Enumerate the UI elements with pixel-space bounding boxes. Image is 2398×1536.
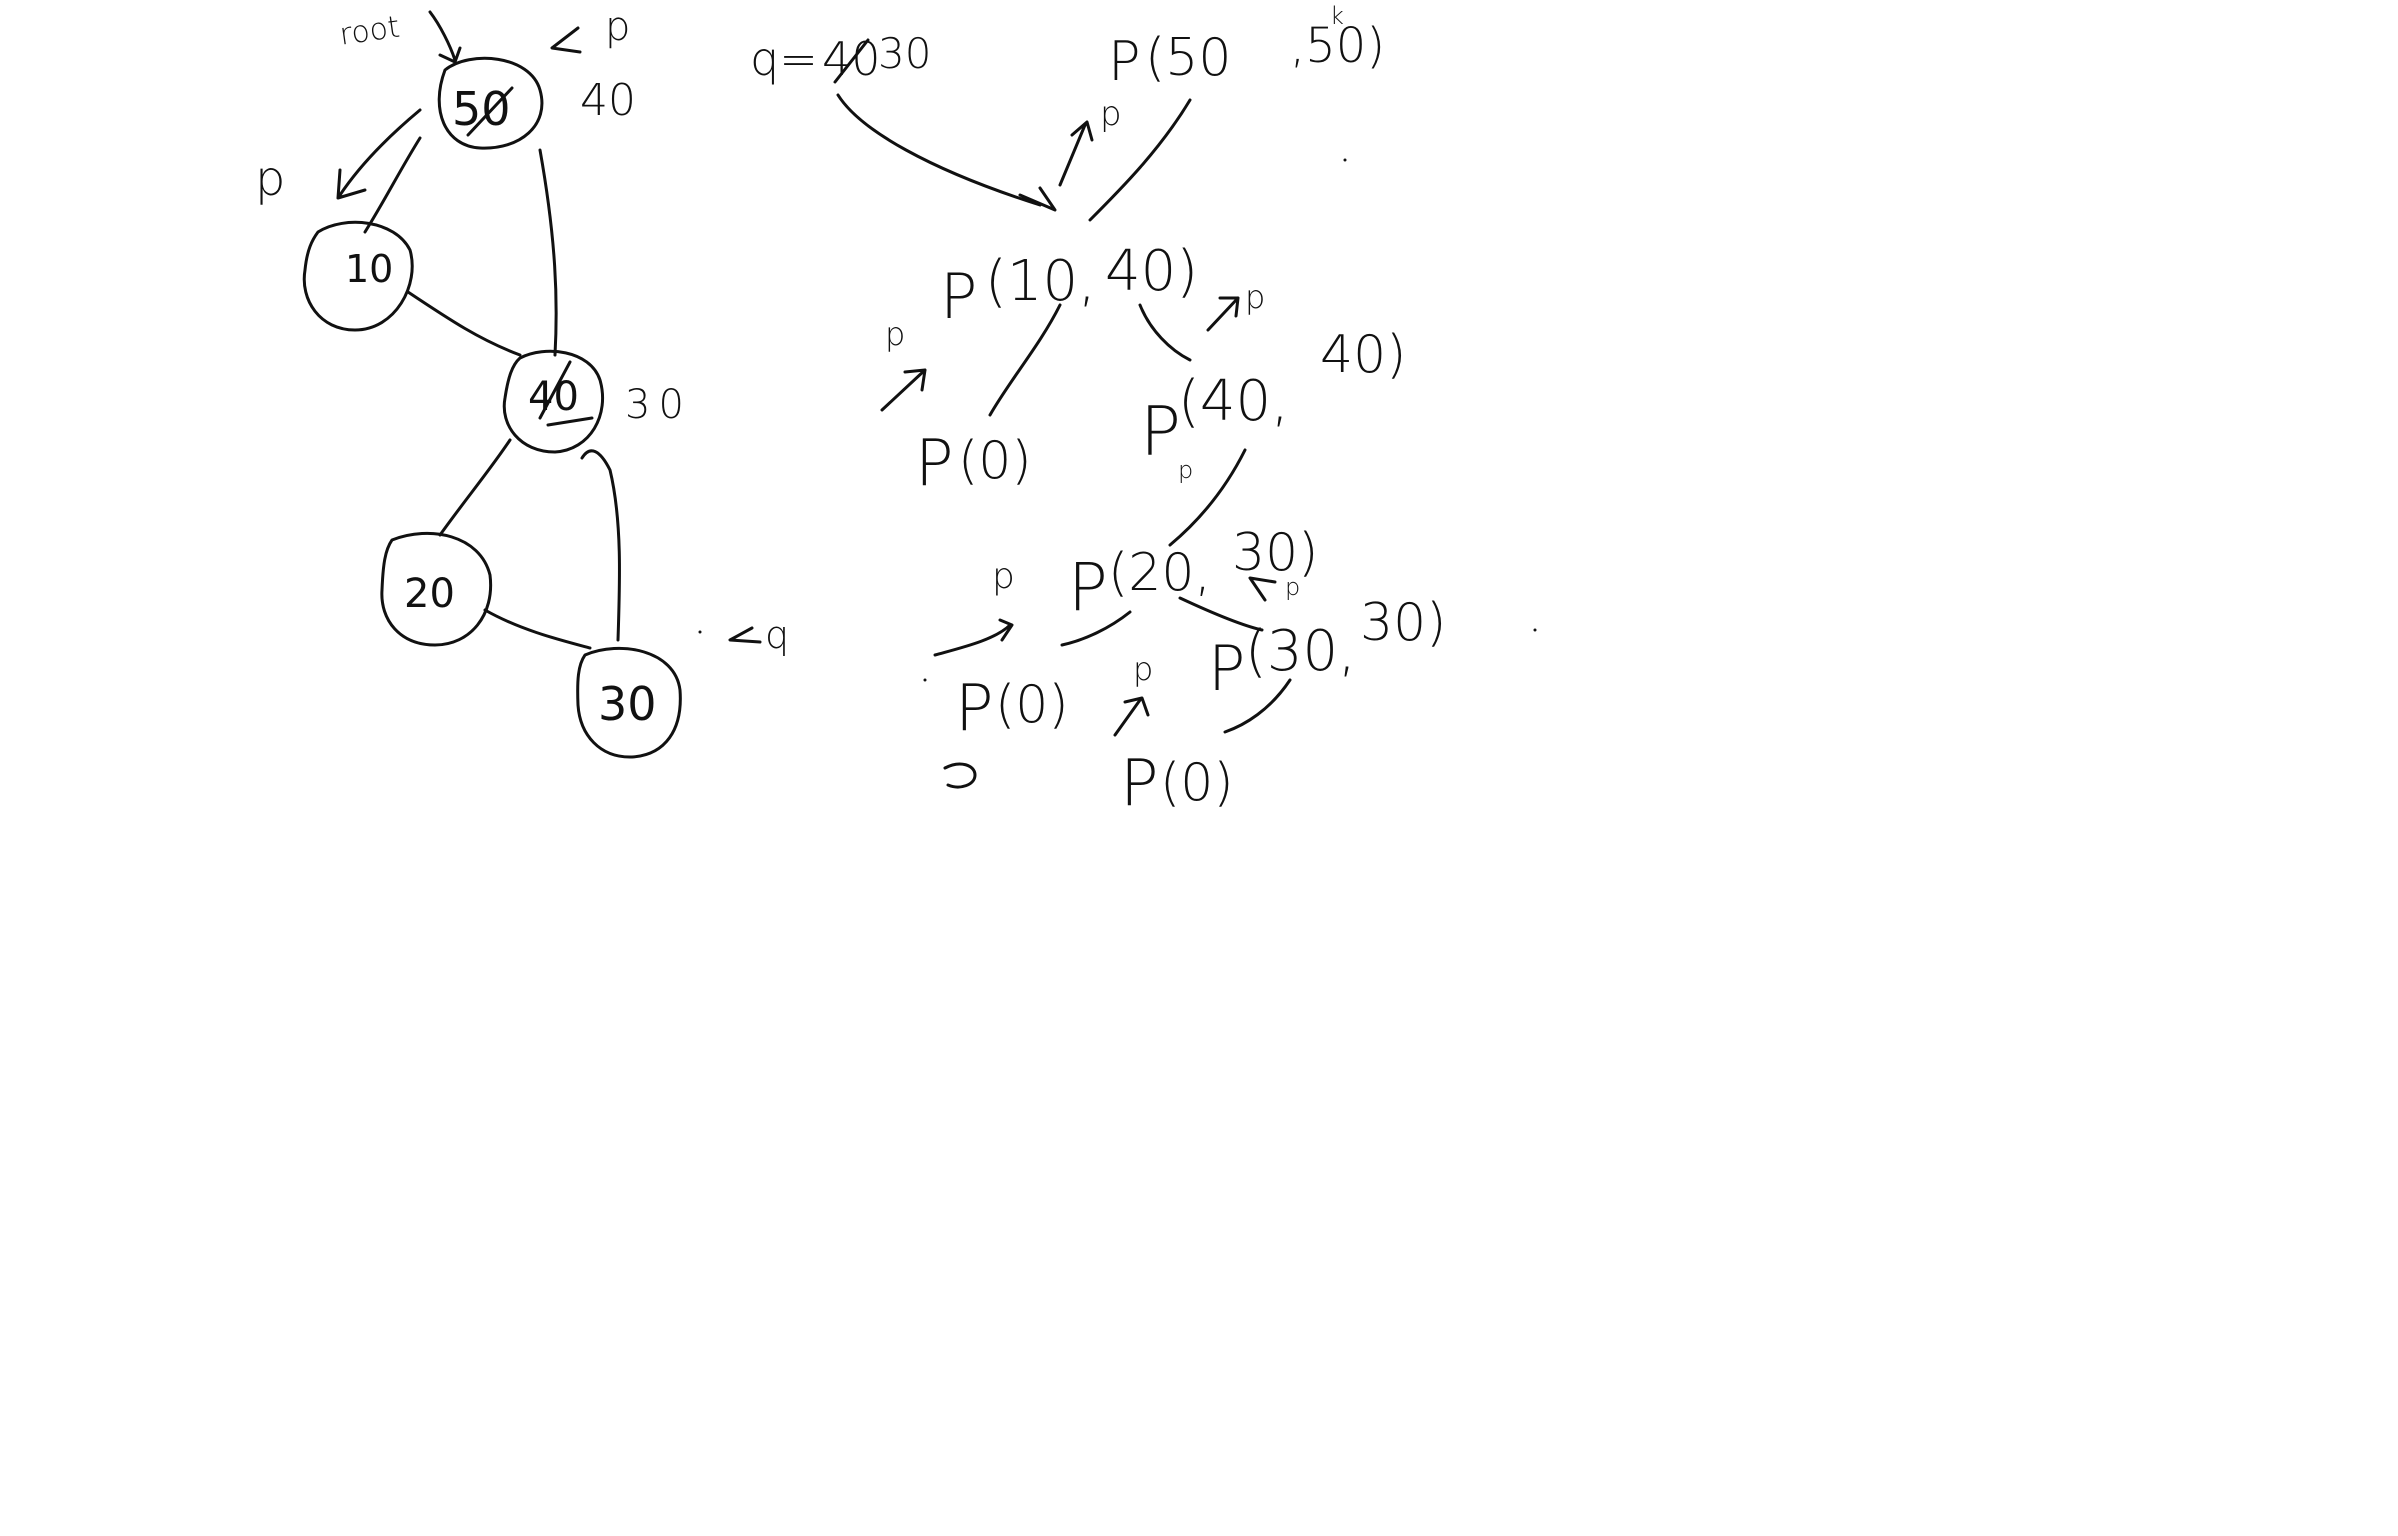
stray-dot [1343,158,1347,162]
call-40-args: (40, [1178,369,1289,434]
edge-20-to-30 [483,608,592,650]
p-arrow-label-10: p [885,315,905,353]
edge-10-to-40 [406,290,522,357]
stray-dot [923,678,927,682]
tree-node-50: 50 [437,56,544,150]
call-p-10: P (10, 40) [940,239,1198,333]
call-p-0-b: P (0) [955,672,1069,746]
call-10-tail: 40) [1105,239,1198,304]
tree-node-10: 10 [302,220,414,332]
node-50-value: 50 [452,82,511,136]
edge-10-to-0 [988,303,1062,417]
edge-40-to-20call [1168,448,1247,547]
node-30-value: 30 [598,677,657,731]
root-annotation: root [337,10,401,53]
p-arrow-to-0c [1113,696,1150,737]
p-arrow-label-0c: p [1133,650,1153,688]
call-20-args: (20, [1108,543,1211,603]
call-0a-fn: P [915,427,954,501]
call-10-fn: P [940,260,977,333]
p-arrow-to-50 [1058,120,1094,187]
call-30-tail: 30) [1360,593,1446,653]
call-10-args: (10, [985,249,1096,314]
call-30-args: (30, [1245,619,1356,684]
q-marker-arrow [728,626,762,644]
call-0a-args: (0) [958,431,1032,491]
p-top-arrow [550,26,582,54]
p-top-label: p [605,4,630,50]
q-to-call-arrow [836,93,1057,212]
p-arrow-label-40: p [1245,278,1265,316]
call-root-fn: P [1108,30,1141,93]
tree-node-20: 20 [380,532,493,647]
edge-20-to-30call [1178,596,1264,632]
p-left-label: p [255,151,285,207]
edge-20-to-0b [1060,610,1132,647]
p-arrow-to-10 [880,368,927,412]
call-20-fn: P [1068,549,1108,626]
recursion-trace: q= 40 30 P (50 ,50) k p P (10, 40) p P (… [750,2,1537,821]
p-arrow-to-40 [1206,296,1240,332]
q-assignment-prefix: q= [750,32,818,86]
call-p-50: P (50 ,50) k [1108,2,1385,93]
call-0c-args: (0) [1160,753,1234,813]
root-replacement-value: 40 [580,75,636,126]
edge-40-to-50-return [538,148,558,357]
edge-50-to-10call [1088,98,1192,222]
edge-10-to-40call [1138,303,1192,362]
call-p-0-c: P (0) [1120,747,1234,821]
tree-diagram: root p p 50 40 10 40 30 2 [255,4,789,759]
q-marker-label: q [765,613,789,657]
mid-replacement-value: 30 [625,382,692,428]
p-arrow-to-0b [933,618,1014,657]
root-arrow [428,10,462,64]
call-p-30: P (30, 30) [1208,593,1446,705]
tree-node-40: 40 [502,349,605,454]
stray-dot [1533,628,1537,632]
call-p-20: P (20, 30) [1068,523,1318,626]
underline-40 [546,416,594,427]
call-root-tail: ,50) [1290,18,1385,74]
edge-30-to-0c [1223,678,1292,734]
strike-40 [538,360,572,420]
call-20-tail: 30) [1232,523,1318,583]
strike-50 [466,86,514,137]
p-arrow-label-20: p [992,556,1015,597]
p-arrow-label-50: p [1100,94,1122,134]
strike-q-40 [833,38,870,84]
node-10-value: 10 [345,247,393,291]
call-root-args: (50 [1145,28,1231,88]
call-30-fn: P [1208,632,1245,705]
p-arrow-label-30: p [1285,573,1300,601]
edge-30-to-40-return [580,449,622,642]
p-arrow-to-30 [1248,576,1277,602]
call-0b-fn: P [955,672,994,746]
call-root-mark: k [1330,2,1344,30]
edge-40-to-20 [438,438,512,537]
call-0c-fn: P [1120,747,1159,821]
node-20-value: 20 [404,571,455,617]
scribble-under-0b [943,762,977,789]
call-p-0-a: P (0) [915,427,1032,501]
p-arrow-label-40-sub: p [1178,456,1193,484]
q-assignment-value: 30 [878,29,931,78]
call-0b-args: (0) [995,675,1069,735]
call-p-40: P (40, 40) [1140,325,1406,472]
p-left-arrow [336,108,422,200]
node-40-value: 40 [528,374,579,420]
call-40-tail: 40) [1320,325,1406,385]
tree-node-30: 30 [576,647,682,759]
edge-50-to-10 [363,136,422,234]
call-40-fn: P [1140,393,1181,472]
stray-dot [698,630,702,634]
